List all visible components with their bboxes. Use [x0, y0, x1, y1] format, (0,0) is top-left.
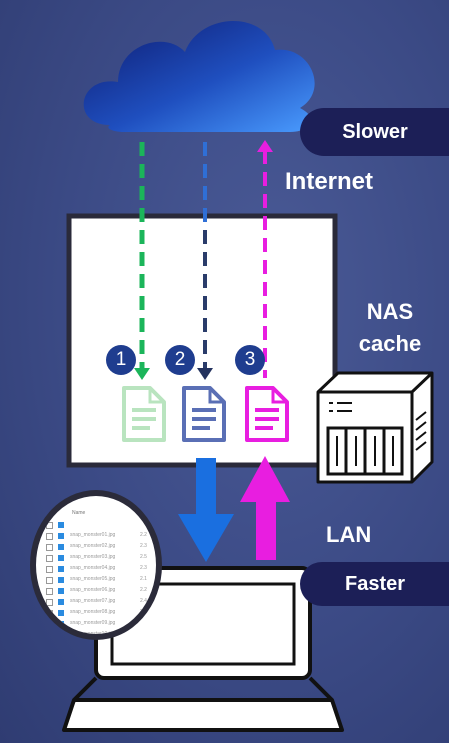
file-name: snap_monster08.jpg: [70, 609, 116, 615]
checkbox-icon: [46, 544, 53, 551]
file-list-row: snap_monster10.jpg 2.2: [36, 630, 156, 637]
file-name: snap_monster07.jpg: [70, 598, 116, 604]
nas-label-line2: cache: [358, 331, 422, 356]
file-list-row: snap_monster02.jpg 2.3: [36, 542, 156, 552]
file-name: snap_monster02.jpg: [70, 543, 116, 549]
document-icon-magenta: [245, 386, 289, 442]
file-size: 2.1: [140, 620, 147, 626]
image-file-icon: [58, 533, 64, 539]
file-list-header: Name: [72, 510, 86, 516]
file-list-row: snap_monster01.jpg 2.2: [36, 531, 156, 541]
step-badge-2: 2: [165, 345, 195, 375]
upload-arrow-3: [257, 140, 273, 378]
file-name: snap_monster05.jpg: [70, 576, 116, 582]
checkbox-icon: [46, 533, 53, 540]
image-file-icon: [58, 632, 64, 634]
file-name: snap_monster04.jpg: [70, 565, 116, 571]
checkbox-icon: [46, 632, 53, 634]
faster-label: Faster: [300, 562, 449, 606]
checkbox-icon: [46, 621, 53, 628]
cloud-icon: [83, 20, 315, 132]
file-list-row: snap_monster06.jpg 2.2: [36, 586, 156, 596]
file-name: snap_monster01.jpg: [70, 532, 116, 538]
file-size: 2.3: [140, 565, 147, 571]
image-file-icon: [58, 566, 64, 572]
file-size: 2.2: [140, 587, 147, 593]
internet-label: Internet: [285, 168, 374, 195]
slower-label: Slower: [300, 108, 449, 156]
checkbox-icon: [46, 577, 53, 584]
file-list-row: snap_monster04.jpg 2.3: [36, 564, 156, 574]
nas-device-icon: [316, 371, 434, 484]
file-list-row: snap_monster09.jpg 2.1: [36, 619, 156, 629]
file-list-row: snap_monster07.jpg 2.4: [36, 597, 156, 607]
file-size: 2.2: [140, 532, 147, 538]
lan-label: LAN: [326, 522, 372, 547]
document-icon-green: [122, 386, 166, 442]
document-icon-blue: [182, 386, 226, 442]
file-size: 2.3: [140, 609, 147, 615]
download-arrow-1: [134, 142, 150, 380]
image-file-icon: [58, 599, 64, 605]
image-file-icon: [58, 544, 64, 550]
file-name: snap_monster09.jpg: [70, 620, 116, 626]
file-size: 2.5: [140, 554, 147, 560]
download-arrow-2: [197, 142, 213, 380]
nas-label-line1: NAS: [366, 299, 414, 324]
file-name: snap_monster03.jpg: [70, 554, 116, 560]
checkbox-icon: [46, 588, 53, 595]
checkbox-icon: [46, 599, 53, 606]
file-size: 2.2: [140, 631, 147, 634]
image-file-icon: [58, 588, 64, 594]
checkbox-icon: [46, 610, 53, 617]
checkbox-icon: [46, 566, 53, 573]
file-name: snap_monster06.jpg: [70, 587, 116, 593]
checkbox-icon: [46, 555, 53, 562]
file-list-row: snap_monster05.jpg 2.1: [36, 575, 156, 585]
file-list-row: snap_monster03.jpg 2.5: [36, 553, 156, 563]
file-list-magnifier: Name snap_monster01.jpg 2.2 snap_monster02…: [30, 490, 162, 640]
file-name: snap_monster10.jpg: [70, 631, 116, 637]
image-file-icon: [58, 522, 64, 528]
lan-upload-arrow: [240, 456, 290, 560]
image-file-icon: [58, 555, 64, 561]
step-badge-3: 3: [235, 345, 265, 375]
image-file-icon: [58, 610, 64, 616]
file-size: 2.1: [140, 576, 147, 582]
file-list-row: snap_monster08.jpg 2.3: [36, 608, 156, 618]
image-file-icon: [58, 577, 64, 583]
nas-cache-label: NAS cache: [340, 296, 440, 360]
file-list-row: [36, 520, 156, 530]
lan-download-arrow: [178, 458, 234, 562]
file-size: 2.4: [140, 598, 147, 604]
checkbox-icon: [46, 522, 53, 529]
file-size: 2.3: [140, 543, 147, 549]
image-file-icon: [58, 621, 64, 627]
step-badge-1: 1: [106, 345, 136, 375]
